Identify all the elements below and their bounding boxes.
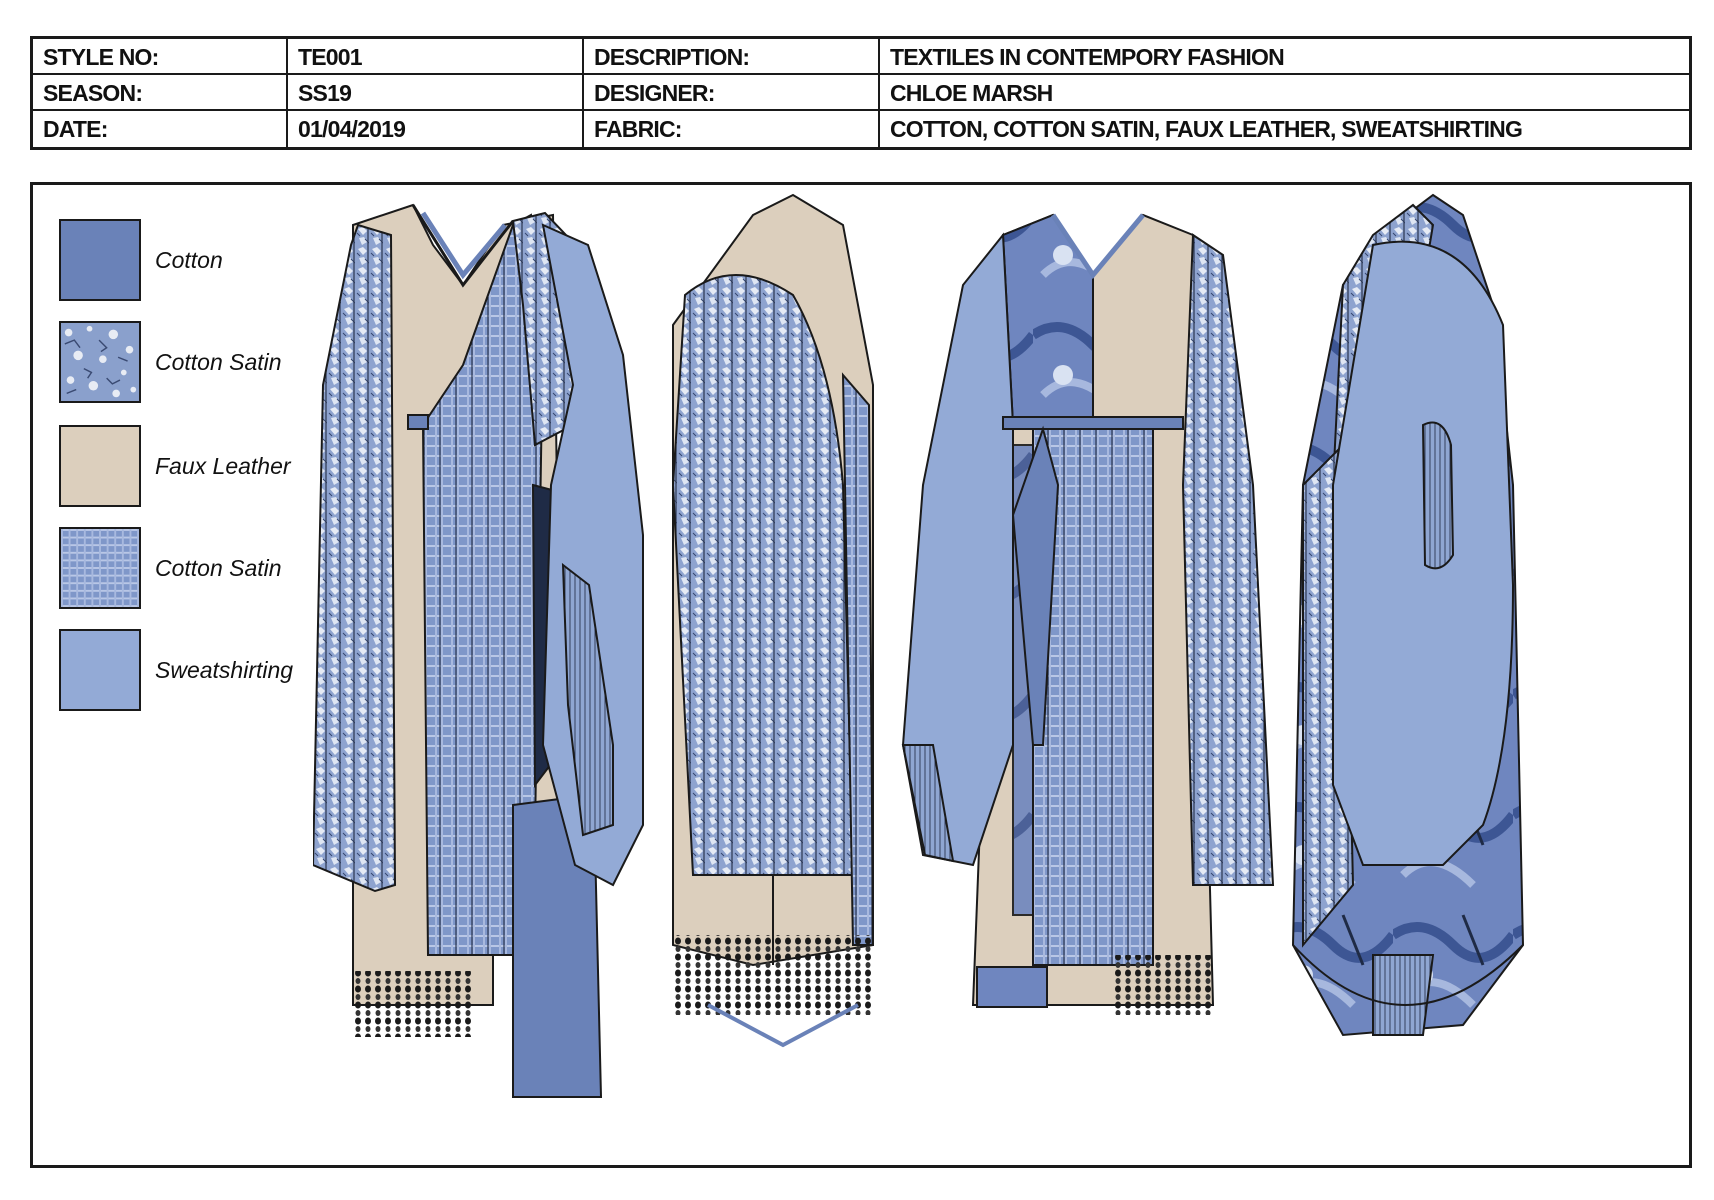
- spec-row-date: DATE: 01/04/2019 FABRIC: COTTON, COTTON …: [33, 111, 1689, 147]
- back-view: [901, 213, 1275, 1015]
- date-value: 01/04/2019: [288, 111, 584, 147]
- style-no-label: STYLE NO:: [33, 39, 288, 73]
- swatch-cotton-satin-print: [59, 321, 141, 403]
- garment-illustration: [313, 193, 1525, 1098]
- designer-value: CHLOE MARSH: [890, 80, 1053, 106]
- description-value: TEXTILES IN CONTEMPORY FASHION: [890, 44, 1285, 70]
- legend-label: Cotton: [155, 247, 223, 273]
- legend-label: Cotton Satin: [155, 555, 282, 581]
- swatch-faux-leather: [59, 425, 141, 507]
- side-right-view: [1291, 193, 1525, 1037]
- fabric-label: FABRIC:: [584, 111, 880, 147]
- legend-label: Cotton Satin: [155, 349, 282, 375]
- date-label: DATE:: [33, 111, 288, 147]
- legend-item-cotton: Cotton: [59, 219, 299, 301]
- side-left-view: [671, 193, 875, 1048]
- front-view: [313, 203, 644, 1098]
- swatch-cotton-satin-check: [59, 527, 141, 609]
- design-sheet: Cotton Cotton Satin Faux Leathe: [30, 182, 1692, 1168]
- designer-label: DESIGNER:: [584, 75, 880, 109]
- fabric-value: COTTON, COTTON SATIN, FAUX LEATHER, SWEA…: [890, 116, 1523, 142]
- legend-label: Sweatshirting: [155, 657, 294, 683]
- legend-item-sweatshirting: Sweatshirting: [59, 629, 299, 711]
- style-no-value: TE001: [288, 39, 584, 73]
- season-value: SS19: [288, 75, 584, 109]
- spec-table: STYLE NO: TE001 DESCRIPTION: TEXTILES IN…: [30, 36, 1692, 150]
- swatch-cotton-fill: [61, 221, 139, 299]
- season-label: SEASON:: [33, 75, 288, 109]
- swatch-cotton: [59, 219, 141, 301]
- swatch-sweatshirting: [59, 629, 141, 711]
- spec-row-season: SEASON: SS19 DESIGNER: CHLOE MARSH: [33, 75, 1689, 111]
- spec-row-style: STYLE NO: TE001 DESCRIPTION: TEXTILES IN…: [33, 39, 1689, 75]
- legend-label: Faux Leather: [155, 453, 291, 479]
- legend-item-faux-leather: Faux Leather: [59, 425, 299, 507]
- legend-item-cotton-satin-print: Cotton Satin: [59, 321, 299, 403]
- description-label: DESCRIPTION:: [584, 39, 880, 73]
- legend-item-cotton-satin-check: Cotton Satin: [59, 527, 299, 609]
